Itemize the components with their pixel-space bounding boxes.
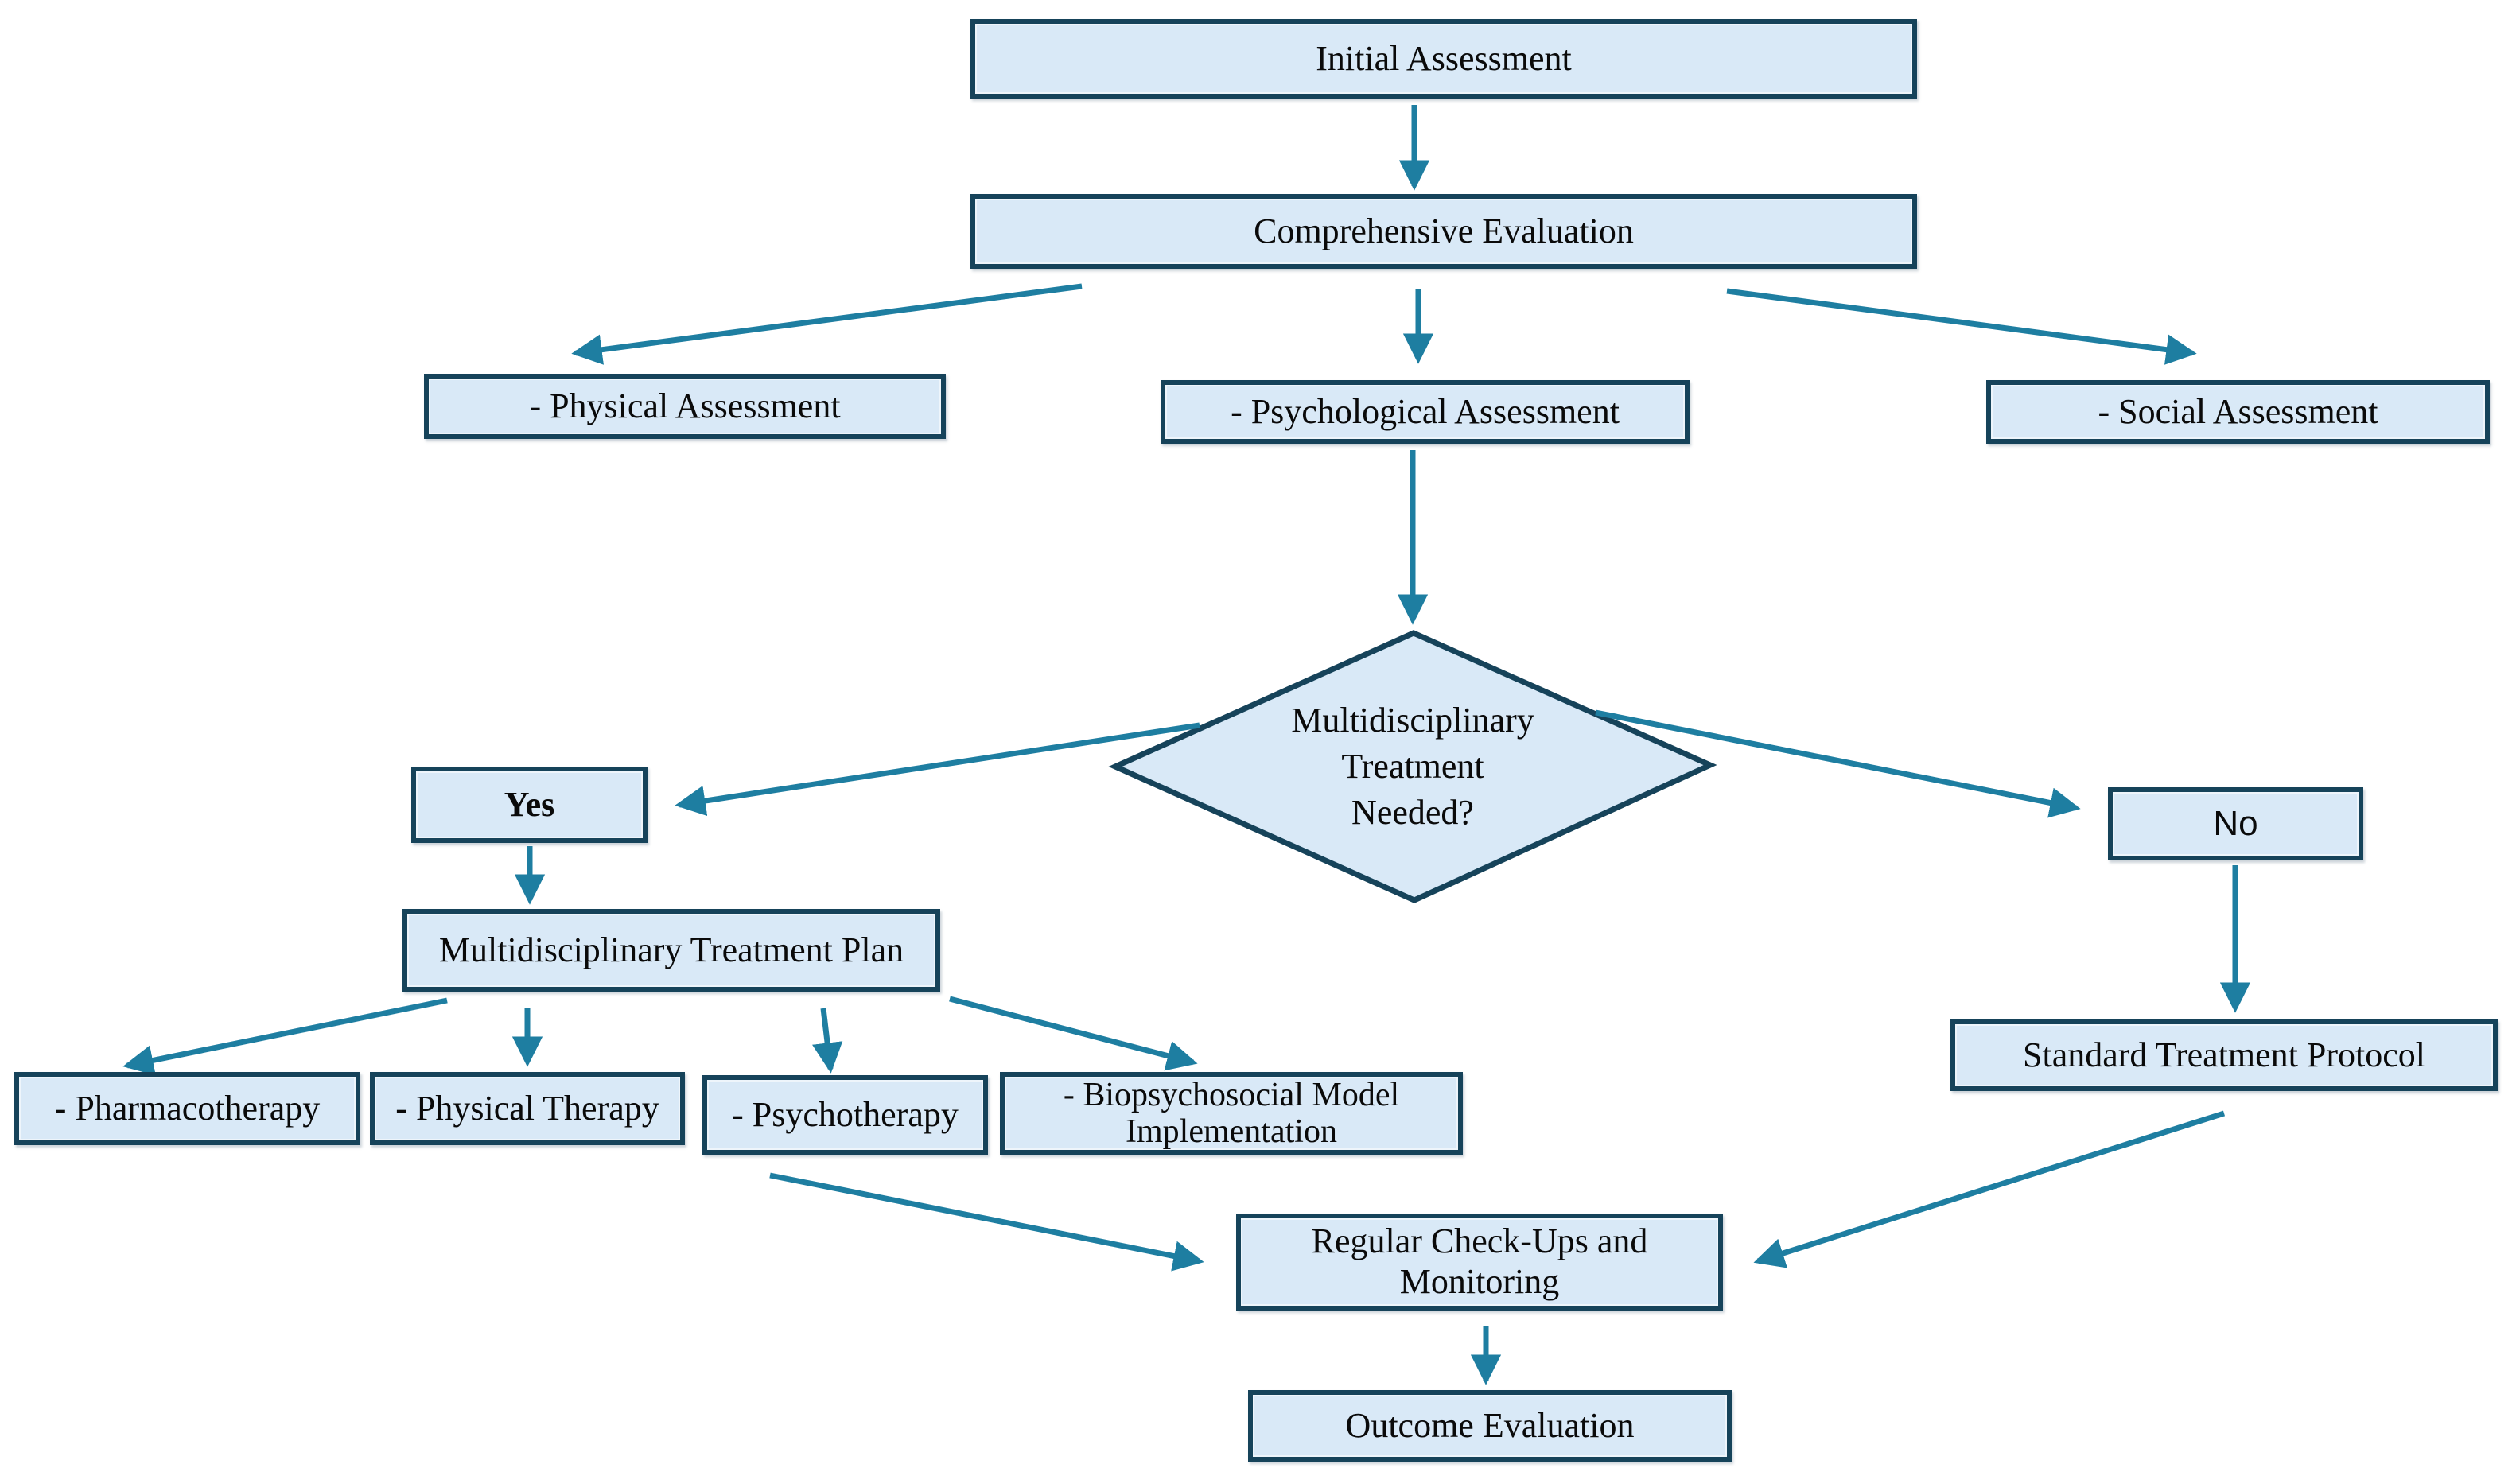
edge-mtp-pharmacotherapy [122,997,448,1076]
edge-standard-checkups [1753,1110,2226,1268]
node-initial-assessment: Initial Assessment [970,19,1917,99]
edge-decision-yes [675,722,1200,817]
node-pharmacotherapy: - Pharmacotherapy [14,1072,360,1145]
node-outcome-evaluation: Outcome Evaluation [1248,1390,1732,1462]
node-physical-assessment: - Physical Assessment [424,374,946,439]
node-no: No [2108,787,2363,860]
edge-comprehensive-physical [571,283,1083,365]
edge-decision-no [1595,709,2081,818]
edge-mtp-psychotherapy [812,1008,843,1074]
node-biopsychosocial-model: - Biopsychosocial Model Implementation [1000,1072,1463,1155]
node-psychotherapy: - Psychotherapy [702,1075,988,1155]
node-regular-checkups-monitoring: Regular Check-Ups and Monitoring [1236,1214,1723,1311]
decision-diamond-shape [1108,630,1717,903]
node-multidisciplinary-treatment-plan: Multidisciplinary Treatment Plan [402,909,940,992]
node-physical-therapy: - Physical Therapy [370,1072,685,1145]
node-social-assessment: - Social Assessment [1986,380,2490,444]
edge-psychotherapy-checkups [769,1172,1204,1272]
node-yes: Yes [411,767,648,843]
node-comprehensive-evaluation: Comprehensive Evaluation [970,194,1917,269]
edge-comprehensive-social [1726,288,2197,365]
edge-mtp-biopsychosocial [949,996,1198,1071]
node-decision-label: Multidisciplinary Treatment Needed? [1291,700,1534,833]
node-psychological-assessment: - Psychological Assessment [1161,380,1690,444]
node-standard-treatment-protocol: Standard Treatment Protocol [1950,1019,2498,1091]
